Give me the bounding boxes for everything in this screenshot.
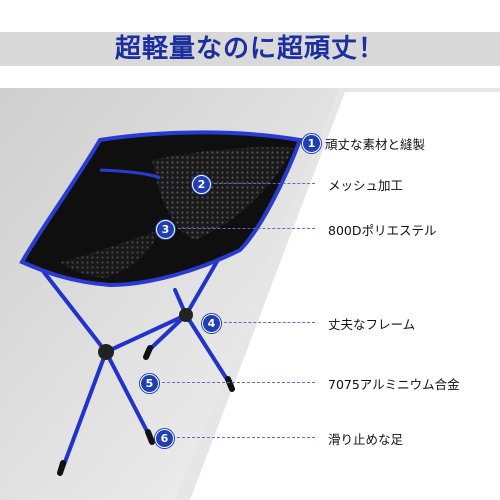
feature-6: 滑り止めな足: [324, 429, 403, 448]
frame-back-leg: [145, 313, 188, 354]
frame-cross-1: [104, 313, 188, 354]
frame-right-leg: [184, 313, 232, 386]
seat-seam: [99, 168, 161, 180]
feature-6-marker: 6: [155, 429, 174, 448]
leader-line-6: [172, 437, 315, 438]
feature-5: 7075アルミニウム合金: [324, 374, 460, 393]
chair-feet: [57, 345, 235, 476]
leader-line-2: [209, 183, 315, 184]
frame-joint-left: [98, 344, 114, 360]
feature-3-marker: 3: [156, 220, 175, 239]
feature-2-label: メッシュ加工: [328, 178, 404, 193]
frame-rear-left: [34, 260, 108, 354]
feature-3-label: 800Dポリエステル: [328, 223, 437, 238]
banner-title: 超軽量なのに超頑丈！: [114, 34, 385, 64]
feature-2: メッシュ加工: [324, 175, 403, 194]
foot-right: [225, 376, 235, 392]
feature-2-marker: 2: [192, 175, 211, 194]
feature-6-number: 6: [155, 429, 174, 448]
feature-3: 800Dポリエステル: [324, 220, 436, 239]
foot-back: [143, 345, 153, 360]
frame-joint-right: [179, 308, 193, 322]
leader-line-4: [219, 322, 315, 323]
feature-4-label: 丈夫なフレーム: [328, 317, 416, 332]
feature-1-number: 1: [302, 134, 321, 153]
feature-6-label: 滑り止めな足: [328, 432, 404, 447]
mesh-panel: [152, 147, 294, 240]
frame-front-leg: [104, 350, 152, 439]
seat-edge-binding: [19, 130, 303, 288]
feature-5-number: 5: [140, 374, 159, 393]
leader-line-5: [157, 382, 315, 383]
feature-4-number: 4: [202, 314, 221, 333]
title-banner: [0, 32, 500, 66]
foot-front: [145, 429, 155, 445]
foot-left: [57, 460, 66, 476]
feature-4-marker: 4: [202, 314, 221, 333]
feature-4: 丈夫なフレーム: [324, 314, 415, 333]
seat-lower-mesh: [60, 230, 160, 278]
leader-line-3: [173, 228, 315, 229]
feature-3-number: 3: [156, 220, 175, 239]
feature-5-label: 7075アルミニウム合金: [328, 377, 460, 392]
feature-1-label: 頑丈な素材と縫製: [325, 137, 426, 152]
feature-1: 1 頑丈な素材と縫製: [302, 134, 425, 153]
frame-left-leg: [60, 350, 108, 472]
feature-5-marker: 5: [140, 374, 159, 393]
feature-2-number: 2: [192, 175, 211, 194]
